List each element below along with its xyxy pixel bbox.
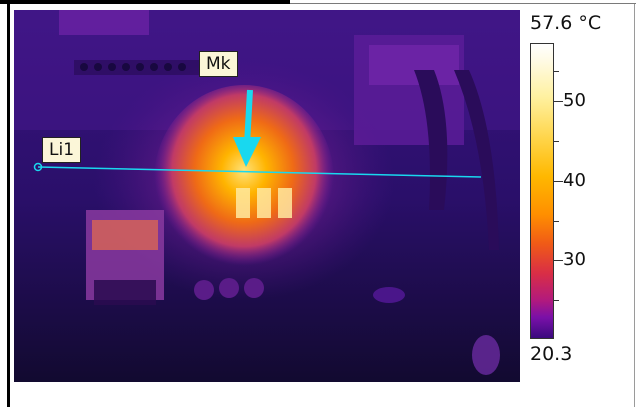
top-bar-dark-segment — [0, 0, 290, 4]
measurement-line[interactable] — [37, 166, 482, 178]
scale-tick — [553, 181, 563, 182]
scale-min-label: 20.3 — [530, 343, 573, 365]
scale-tick — [553, 260, 563, 261]
thermal-image — [14, 10, 520, 382]
scale-tick — [553, 71, 559, 72]
scale-tick — [553, 141, 559, 142]
scale-tick-label-40: 40 — [563, 170, 586, 191]
line-marker-label[interactable]: Li1 — [42, 137, 82, 163]
scale-tick — [553, 221, 559, 222]
left-divider — [7, 4, 10, 407]
top-bar — [0, 0, 636, 4]
scale-tick-label-30: 30 — [563, 249, 586, 270]
scale-tick — [553, 300, 559, 301]
scale-tick-label-50: 50 — [563, 90, 586, 111]
temperature-color-scale — [530, 43, 554, 339]
spot-marker-arrow-head[interactable] — [233, 137, 261, 167]
top-divider — [290, 3, 636, 4]
spot-marker-arrow-shaft — [244, 89, 253, 146]
right-divider — [634, 4, 635, 407]
scale-tick — [553, 101, 563, 102]
scale-max-label: 57.6 °C — [530, 12, 602, 34]
spot-marker-label[interactable]: Mk — [199, 51, 238, 77]
measurement-line-start-handle[interactable] — [33, 162, 43, 172]
